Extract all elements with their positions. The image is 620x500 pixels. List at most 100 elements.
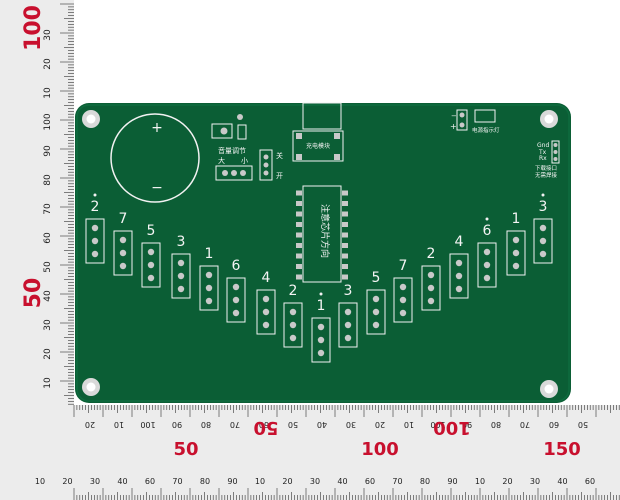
uart-rx: Rx bbox=[539, 155, 547, 162]
hruler-bottom-number: 60 bbox=[585, 477, 595, 486]
hruler-top-number: 10 bbox=[114, 420, 124, 429]
key-switch: 3 bbox=[171, 234, 191, 299]
key-switch: 3 bbox=[338, 283, 358, 348]
hruler-top-number: 20 bbox=[85, 420, 95, 429]
key-switch: 3 bbox=[533, 193, 553, 264]
power-indicator: − + 电源指示灯 bbox=[450, 109, 500, 134]
uart-gnd: Gnd bbox=[537, 142, 549, 149]
vruler-number: 10 bbox=[43, 87, 53, 99]
hruler-top-number: 20 bbox=[375, 420, 385, 429]
hruler-top-number: 40 bbox=[317, 420, 327, 429]
key-switch: 6 bbox=[477, 217, 497, 288]
volume-small: 小 bbox=[241, 156, 248, 165]
hruler-bottom-number: 30 bbox=[310, 477, 320, 486]
power-switch: 关 开 bbox=[259, 149, 283, 181]
switch-on-label: 开 bbox=[276, 172, 283, 180]
key-switch: 2 bbox=[421, 246, 441, 311]
hruler-bottom-number: 40 bbox=[337, 477, 347, 486]
vruler-big-2: 50 bbox=[21, 278, 46, 309]
hruler-top-number: 50 bbox=[578, 420, 588, 429]
vruler-number: 20 bbox=[43, 348, 53, 360]
note-label: 3 bbox=[177, 234, 186, 250]
hruler-top-number: 60 bbox=[259, 420, 269, 429]
note-label: 4 bbox=[455, 234, 464, 250]
key-switch: 1 bbox=[506, 211, 526, 276]
battery-plus-label: + bbox=[151, 120, 163, 136]
horizontal-ruler: 5060708090100102030405060708090100102010… bbox=[0, 405, 620, 500]
note-label: 6 bbox=[232, 258, 241, 274]
hruler-top-number: 100 bbox=[140, 420, 155, 429]
hruler-top-number: 60 bbox=[549, 420, 559, 429]
hruler-bottom-number: 60 bbox=[365, 477, 375, 486]
indicator-plus: + bbox=[450, 122, 457, 131]
vruler-number: 90 bbox=[43, 145, 53, 157]
note-label: 1 bbox=[317, 298, 326, 314]
hruler-top-big-2: 50 bbox=[253, 417, 278, 438]
vruler-number: 30 bbox=[43, 29, 53, 41]
note-label: 5 bbox=[372, 270, 381, 286]
vruler-number: 40 bbox=[43, 290, 53, 302]
vruler-number: 60 bbox=[43, 232, 53, 244]
hruler-bottom-number: 70 bbox=[392, 477, 402, 486]
hruler-bottom-big-3: 150 bbox=[543, 439, 581, 460]
volume-big: 大 bbox=[218, 156, 225, 165]
key-switch: 7 bbox=[113, 211, 133, 276]
note-label: 3 bbox=[344, 283, 353, 299]
note-label: 2 bbox=[427, 246, 436, 262]
hruler-bottom-number: 80 bbox=[200, 477, 210, 486]
switch-off-label: 关 bbox=[276, 151, 283, 160]
hruler-bottom-big-1: 50 bbox=[173, 439, 198, 460]
hruler-top-number: 90 bbox=[172, 420, 182, 429]
hruler-bottom-number: 10 bbox=[475, 477, 485, 486]
hruler-bottom-number: 80 bbox=[420, 477, 430, 486]
battery-holder: + − bbox=[110, 113, 200, 203]
hruler-bottom-number: 20 bbox=[282, 477, 292, 486]
hruler-top-number: 80 bbox=[201, 420, 211, 429]
volume-control: 音量调节 大 小 bbox=[211, 114, 253, 181]
charge-module: 充电模块 bbox=[292, 102, 344, 162]
key-switch: 5 bbox=[366, 270, 386, 335]
note-label: 1 bbox=[512, 211, 521, 227]
hruler-bottom-number: 40 bbox=[117, 477, 127, 486]
vruler-number: 10 bbox=[43, 377, 53, 389]
hruler-bottom-number: 20 bbox=[502, 477, 512, 486]
hruler-top-number: 10 bbox=[404, 420, 414, 429]
volume-title: 音量调节 bbox=[218, 146, 246, 155]
vruler-number: 50 bbox=[43, 261, 53, 273]
note-label: 3 bbox=[539, 199, 548, 215]
note-label: 7 bbox=[399, 258, 408, 274]
note-label: 4 bbox=[262, 270, 271, 286]
hruler-top-number: 80 bbox=[491, 420, 501, 429]
hruler-bottom-number: 10 bbox=[35, 477, 45, 486]
hruler-bottom-number: 40 bbox=[557, 477, 567, 486]
mounting-holes bbox=[82, 110, 558, 398]
indicator-minus: − bbox=[451, 112, 457, 120]
note-label: 1 bbox=[205, 246, 214, 262]
hruler-top-number: 100 bbox=[430, 420, 445, 429]
uart-note-1: 下载接口 bbox=[535, 164, 557, 172]
key-switch: 5 bbox=[141, 223, 161, 288]
pcb-board bbox=[75, 103, 571, 403]
charge-label: 充电模块 bbox=[306, 142, 330, 150]
indicator-label: 电源指示灯 bbox=[472, 126, 500, 134]
battery-minus-label: − bbox=[151, 180, 163, 196]
hruler-bottom-number: 90 bbox=[447, 477, 457, 486]
key-switch: 2 bbox=[283, 283, 303, 348]
hruler-bottom-number: 20 bbox=[62, 477, 72, 486]
key-switch: 4 bbox=[256, 270, 276, 335]
hruler-top-number: 30 bbox=[346, 420, 356, 429]
hruler-top-number: 90 bbox=[462, 420, 472, 429]
hruler-bottom-number: 90 bbox=[227, 477, 237, 486]
vruler-number: 100 bbox=[43, 113, 53, 130]
hruler-top-number: 50 bbox=[288, 420, 298, 429]
vruler-number: 20 bbox=[43, 58, 53, 70]
note-label: 2 bbox=[289, 283, 298, 299]
vruler-number: 80 bbox=[43, 174, 53, 186]
note-label: 7 bbox=[119, 211, 128, 227]
vruler-number: 30 bbox=[43, 319, 53, 331]
hruler-bottom-number: 10 bbox=[255, 477, 265, 486]
note-label: 6 bbox=[483, 223, 492, 239]
